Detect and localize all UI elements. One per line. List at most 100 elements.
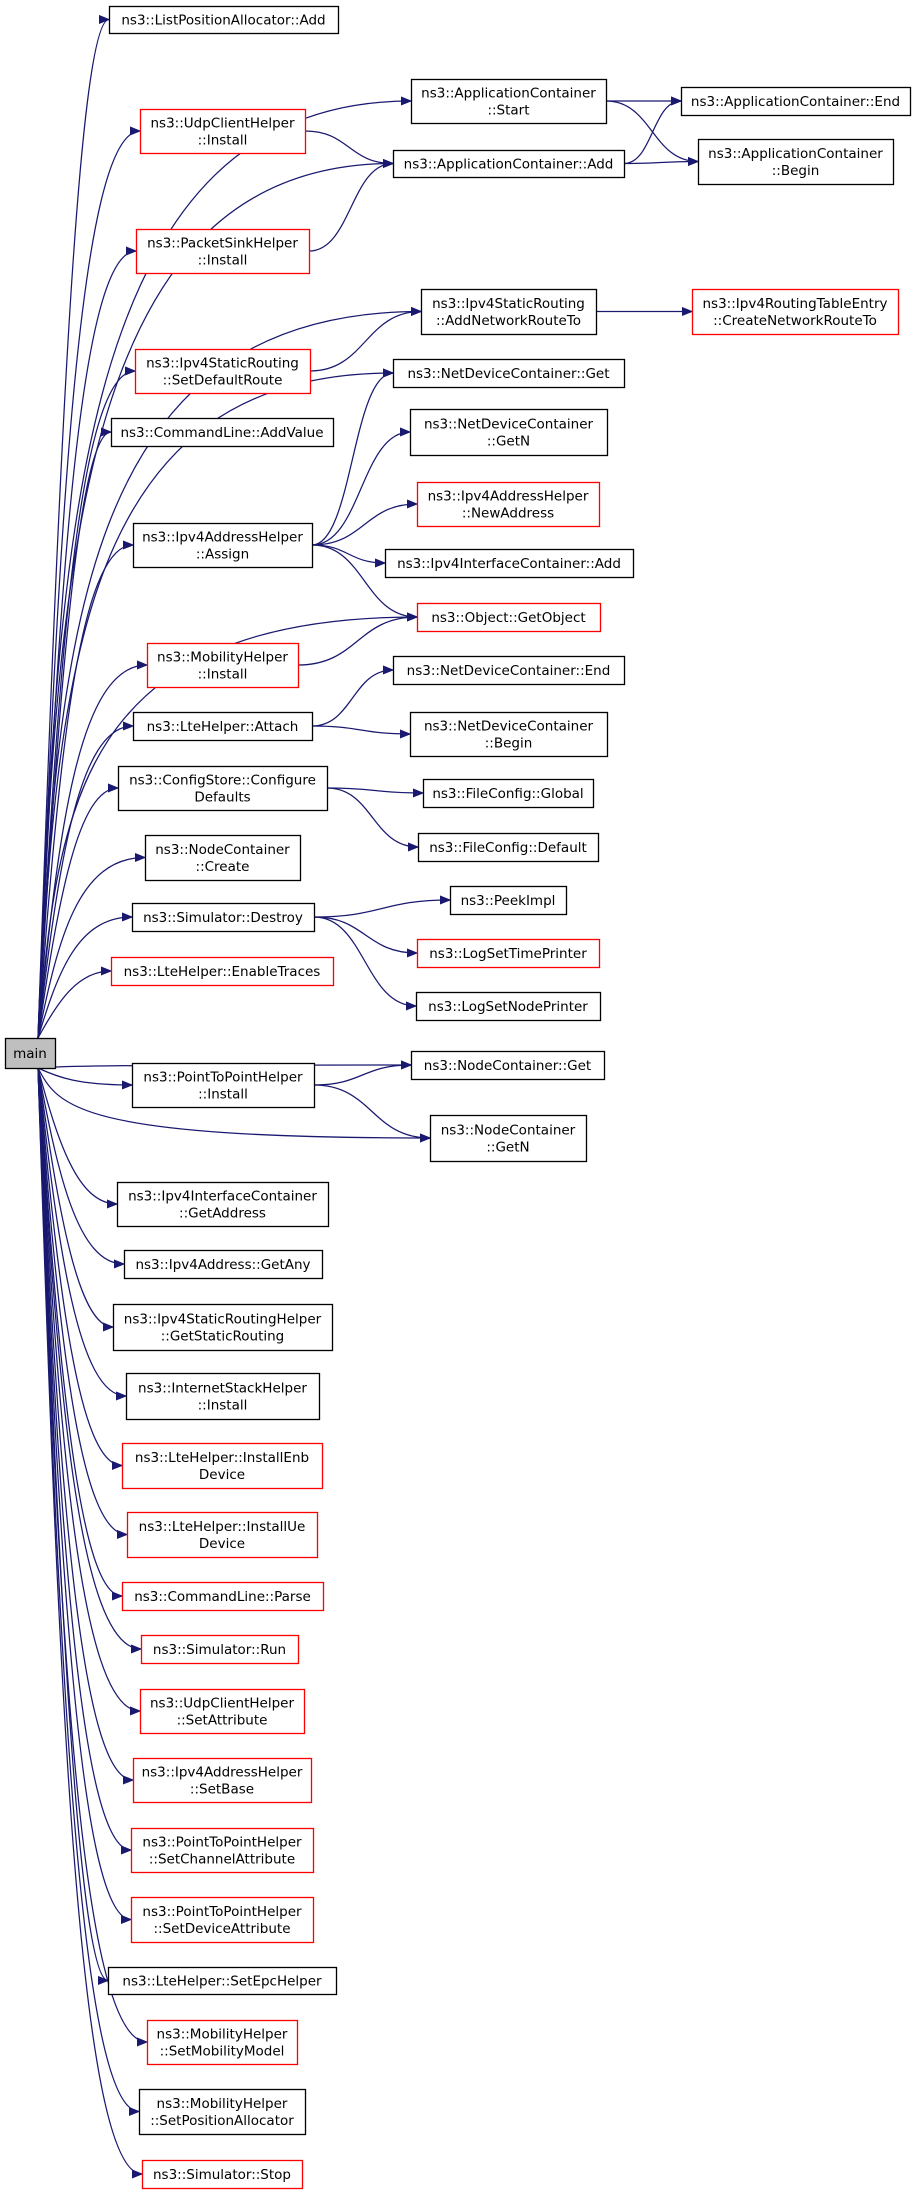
edge-n-app-add-to-n-app-begin xyxy=(623,162,698,164)
node-n-ipv4sr-setdefault[interactable]: ns3::Ipv4StaticRouting::SetDefaultRoute xyxy=(134,348,312,395)
node-n-rte-create[interactable]: ns3::Ipv4RoutingTableEntry::CreateNetwor… xyxy=(691,288,900,336)
node-n-fc-default[interactable]: ns3::FileConfig::Default xyxy=(417,832,600,863)
node-n-packetsink-install[interactable]: ns3::PacketSinkHelper::Install xyxy=(135,228,311,275)
node-label: ns3::ApplicationContainer::Add xyxy=(404,156,614,172)
edge-n-p2p-install-to-n-nc-get xyxy=(313,1065,411,1086)
node-box xyxy=(112,1303,334,1352)
node-n-nc-create[interactable]: ns3::NodeContainer::Create xyxy=(144,834,302,882)
node-box xyxy=(416,481,601,528)
node-n-cmd-parse[interactable]: ns3::CommandLine::Parse xyxy=(121,1581,325,1612)
edges-layer xyxy=(37,20,698,2175)
node-n-ish-install[interactable]: ns3::InternetStackHelper::Install xyxy=(125,1372,321,1421)
node-label: ::GetStaticRouting xyxy=(161,1328,285,1344)
node-box xyxy=(134,348,312,395)
node-n-ipv4ah-newaddr[interactable]: ns3::Ipv4AddressHelper::NewAddress xyxy=(416,481,601,528)
node-n-mob-setpos[interactable]: ns3::MobilityHelper::SetPositionAllocato… xyxy=(138,2088,307,2136)
node-n-peekimpl[interactable]: ns3::PeekImpl xyxy=(449,885,568,916)
node-main: main xyxy=(4,1037,57,1070)
node-n-lte-attach[interactable]: ns3::LteHelper::Attach xyxy=(132,711,314,742)
node-n-ipv4ah-assign[interactable]: ns3::Ipv4AddressHelper::Assign xyxy=(132,522,314,569)
edge-main-to-n-cmd-addvalue xyxy=(37,432,112,1039)
node-n-sim-stop[interactable]: ns3::Simulator::Stop xyxy=(141,2159,304,2190)
node-n-app-add[interactable]: ns3::ApplicationContainer::Add xyxy=(392,149,626,179)
node-label: ::SetAttribute xyxy=(177,1712,268,1728)
node-box xyxy=(410,78,608,125)
node-label: ns3::Ipv4AddressHelper xyxy=(142,529,303,545)
node-box xyxy=(416,938,601,969)
node-n-ipv4ic-getaddr[interactable]: ns3::Ipv4InterfaceContainer::GetAddress xyxy=(116,1181,330,1228)
node-n-ipv4ic-add[interactable]: ns3::Ipv4InterfaceContainer::Add xyxy=(384,548,635,579)
edge-n-sim-destroy-to-n-lognode xyxy=(313,916,416,1006)
node-n-nc-getn[interactable]: ns3::NodeContainer::GetN xyxy=(429,1114,588,1163)
node-n-lognode[interactable]: ns3::LogSetNodePrinter xyxy=(415,991,602,1022)
node-n-p2p-setchan[interactable]: ns3::PointToPointHelper::SetChannelAttri… xyxy=(130,1827,315,1874)
node-box xyxy=(110,956,335,987)
edge-main-to-n-nc-getn xyxy=(37,1067,430,1138)
node-n-ipv4sr-addnet[interactable]: ns3::Ipv4StaticRouting::AddNetworkRouteT… xyxy=(420,288,598,336)
node-label: ns3::Ipv4StaticRouting xyxy=(432,296,585,312)
node-box xyxy=(121,1581,325,1612)
node-n-ndc-getn[interactable]: ns3::NetDeviceContainer::GetN xyxy=(409,408,609,457)
edge-main-to-n-ipv4ic-getaddr xyxy=(37,1067,117,1204)
node-n-app-begin[interactable]: ns3::ApplicationContainer::Begin xyxy=(697,138,895,186)
node-n-udpclient-setattr[interactable]: ns3::UdpClientHelper::SetAttribute xyxy=(139,1688,306,1735)
node-n-lte-setepc[interactable]: ns3::LteHelper::SetEpcHelper xyxy=(107,1966,338,1996)
node-n-ipv4addr-getany[interactable]: ns3::Ipv4Address::GetAny xyxy=(123,1249,324,1280)
node-label: ns3::LogSetTimePrinter xyxy=(429,946,587,962)
node-label: ns3::ListPositionAllocator::Add xyxy=(121,12,325,28)
node-n-cmd-addvalue[interactable]: ns3::CommandLine::AddValue xyxy=(110,417,335,448)
node-n-nc-get[interactable]: ns3::NodeContainer::Get xyxy=(410,1050,606,1081)
node-n-mob-setmodel[interactable]: ns3::MobilityHelper::SetMobilityModel xyxy=(146,2019,299,2066)
node-label: ns3::Simulator::Destroy xyxy=(143,910,303,926)
node-n-list-add[interactable]: ns3::ListPositionAllocator::Add xyxy=(108,5,340,35)
node-label: ::SetDefaultRoute xyxy=(163,372,283,388)
node-n-ndc-get[interactable]: ns3::NetDeviceContainer::Get xyxy=(392,358,626,389)
edge-main-to-n-nc-create xyxy=(37,858,145,1039)
edge-n-ipv4sr-setdefault-to-n-ipv4sr-addnet xyxy=(309,312,421,372)
node-box xyxy=(121,1442,324,1490)
node-n-ndc-begin[interactable]: ns3::NetDeviceContainer::Begin xyxy=(409,711,609,758)
node-n-app-start[interactable]: ns3::ApplicationContainer::Start xyxy=(410,78,608,125)
node-box xyxy=(132,711,314,742)
node-n-ipv4ah-setbase[interactable]: ns3::Ipv4AddressHelper::SetBase xyxy=(132,1757,313,1804)
node-n-logtime[interactable]: ns3::LogSetTimePrinter xyxy=(416,938,601,969)
node-label: ::SetBase xyxy=(190,1781,254,1797)
node-box xyxy=(132,522,314,569)
node-box xyxy=(417,832,600,863)
node-label: ::SetDeviceAttribute xyxy=(153,1921,290,1937)
edge-main-to-n-sim-run xyxy=(37,1067,141,1649)
node-label: ::Create xyxy=(196,859,250,875)
node-n-p2p-install[interactable]: ns3::PointToPointHelper::Install xyxy=(131,1062,316,1109)
node-label: Device xyxy=(199,1536,245,1552)
node-n-udpclient-install[interactable]: ns3::UdpClientHelper::Install xyxy=(139,108,307,155)
node-n-obj-getobj[interactable]: ns3::Object::GetObject xyxy=(416,602,602,633)
node-n-ipv4srh-getstatic[interactable]: ns3::Ipv4StaticRoutingHelper::GetStaticR… xyxy=(112,1303,334,1352)
edge-n-app-start-to-n-app-begin xyxy=(605,100,698,162)
node-box xyxy=(125,1372,321,1421)
node-n-app-end[interactable]: ns3::ApplicationContainer::End xyxy=(680,86,912,117)
node-label: ns3::Ipv4InterfaceContainer xyxy=(128,1188,317,1204)
node-box xyxy=(409,408,609,457)
node-label: ns3::NetDeviceContainer::End xyxy=(407,663,611,679)
node-box xyxy=(4,1037,57,1070)
node-n-ndc-end[interactable]: ns3::NetDeviceContainer::End xyxy=(392,655,626,686)
node-label: ns3::MobilityHelper xyxy=(157,649,288,665)
node-n-mob-install[interactable]: ns3::MobilityHelper::Install xyxy=(146,642,300,689)
node-n-p2p-setdev[interactable]: ns3::PointToPointHelper::SetDeviceAttrib… xyxy=(130,1896,315,1944)
node-n-fc-global[interactable]: ns3::FileConfig::Global xyxy=(422,778,595,809)
node-n-lte-traces[interactable]: ns3::LteHelper::EnableTraces xyxy=(110,956,335,987)
node-label: ns3::ApplicationContainer::End xyxy=(691,94,900,110)
node-n-sim-destroy[interactable]: ns3::Simulator::Destroy xyxy=(131,902,316,933)
node-n-sim-run[interactable]: ns3::Simulator::Run xyxy=(140,1634,300,1665)
node-label: ns3::ConfigStore::Configure xyxy=(129,772,316,788)
edge-main-to-n-lte-installue xyxy=(37,1067,127,1535)
node-label: ns3::UdpClientHelper xyxy=(150,1695,294,1711)
edge-main-to-n-mob-install xyxy=(37,665,147,1039)
edge-n-mob-install-to-n-obj-getobj xyxy=(297,617,417,666)
node-label: ::AddNetworkRouteTo xyxy=(436,313,581,329)
edge-main-to-n-sim-stop xyxy=(37,1067,142,2174)
